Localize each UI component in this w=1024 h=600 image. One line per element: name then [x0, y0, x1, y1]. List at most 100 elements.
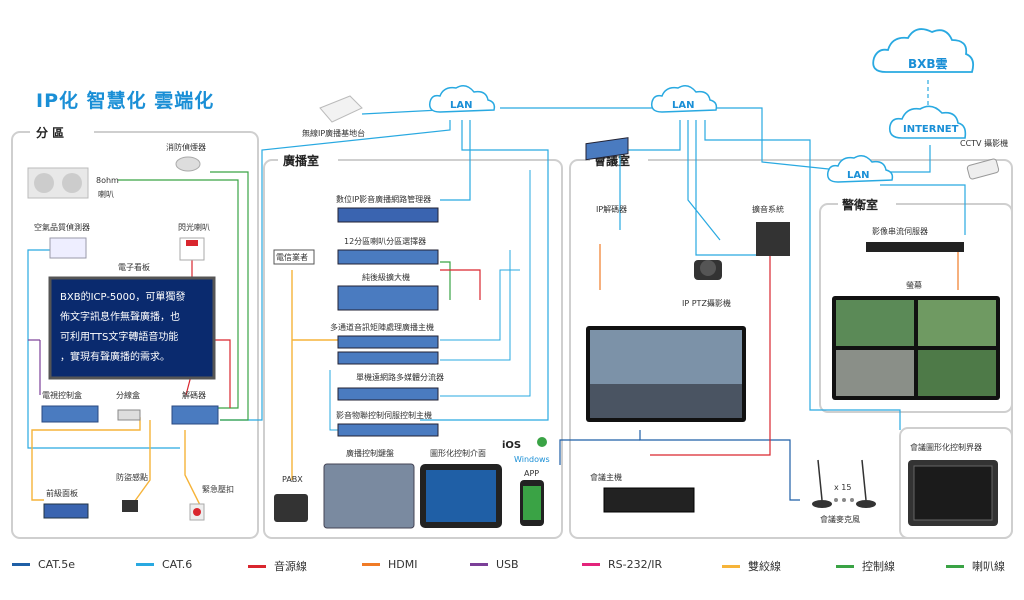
smoke-detector-icon: [175, 156, 201, 172]
lan-cloud-3: LAN: [826, 155, 894, 183]
cloud-label: BXB雲: [908, 57, 948, 71]
zone-area-title: 分 區: [36, 125, 64, 140]
legend-swatch: [362, 563, 380, 566]
av-controller-label: 影音物聯控制伺服控制主機: [336, 410, 432, 420]
mic-count-label: x 15: [834, 483, 851, 492]
tablet-gui-icon: [420, 464, 502, 528]
legend-label: 喇叭線: [972, 560, 1005, 573]
network-dist-label: 單機遠網路多媒體分流器: [356, 372, 444, 382]
legend-item: 喇叭線: [946, 558, 1005, 574]
windows-label: Windows: [514, 455, 550, 464]
selector-12-icon: [337, 249, 439, 265]
legend-item: 雙絞線: [722, 558, 781, 574]
sound-system-label: 擴音系統: [752, 204, 784, 214]
nvr-label: 影像串流伺服器: [872, 226, 928, 236]
broadcast-console-label: 廣播控制鍵盤: [346, 448, 394, 458]
broadcast-console-icon: [323, 463, 415, 529]
ptz-camera-icon: [694, 260, 722, 280]
led-board-line-2: 佈文字訊息作無聲廣播，也: [60, 310, 180, 323]
legend-label: HDMI: [388, 558, 418, 571]
amplifier-label: 純後級擴大機: [362, 272, 410, 282]
horn-speaker-label: 喇叭: [98, 189, 114, 199]
panel-label: 前級面板: [46, 488, 78, 498]
strobe-label: 閃光喇叭: [178, 222, 210, 232]
bxb-cloud: BXB雲: [872, 28, 975, 73]
phone-app-icon: [520, 480, 544, 526]
meeting-screen: [586, 326, 746, 422]
legend-label: USB: [496, 558, 519, 571]
internet-label: INTERNET: [903, 124, 959, 135]
gui-label: 圖形化控制介面: [430, 448, 486, 458]
app-label: APP: [524, 469, 539, 478]
mic-icon: [812, 459, 876, 508]
strobe-icon: [179, 237, 205, 261]
wireless-ap-label: 無線IP廣播基地台: [302, 128, 365, 138]
ceiling-speaker-label: 消防偵煙器: [166, 142, 206, 152]
network-dist-icon: [337, 387, 439, 401]
zone-area-frame: [11, 131, 259, 539]
horn-speaker-ohm: 8ohm: [96, 176, 119, 185]
legend-label: 控制線: [862, 560, 895, 573]
broadcast-room-title: 廣播室: [283, 153, 319, 168]
legend: CAT.5e CAT.6 音源線 HDMI USB RS-232/IR 雙絞線 控制線 喇叭線: [0, 558, 1024, 580]
surveillance-monitor: [832, 296, 1000, 400]
matrix-host-icon: [337, 335, 439, 349]
cctv-label: CCTV 攝影機: [960, 138, 1008, 148]
led-board-line-3: 可利用TTS文字轉語音功能: [60, 330, 178, 343]
selector-12-label: 12分區喇叭分區選擇器: [344, 236, 426, 246]
ip-decoder-icon: [585, 137, 629, 161]
nvr-icon: [866, 242, 964, 252]
splitter-icon: [117, 409, 141, 421]
monitor-label: 螢幕: [906, 280, 922, 290]
board-controller-label: 電視控制盒: [42, 390, 82, 400]
legend-item: USB: [470, 558, 519, 571]
legend-swatch: [722, 564, 740, 568]
decoder-icon: [171, 405, 219, 425]
emergency-label: 緊急壓扣: [202, 484, 234, 494]
legend-swatch: [946, 564, 964, 568]
legend-item: 控制線: [836, 558, 895, 574]
lan-label-1: LAN: [450, 100, 472, 111]
legend-item: CAT.5e: [12, 558, 75, 571]
android-icon: [537, 437, 547, 447]
sound-system-icon: [756, 222, 790, 256]
legend-label: RS-232/IR: [608, 558, 663, 571]
board-controller-icon: [41, 405, 99, 423]
cctv-camera-icon: [966, 158, 1000, 180]
emergency-button-icon: [189, 503, 205, 521]
security-room-title: 警衛室: [841, 197, 878, 212]
phone-icon: [274, 494, 308, 522]
touch-panel-icon: [908, 460, 998, 526]
lan-cloud-1: LAN: [428, 85, 496, 113]
ip-manager-label: 數位IP影音廣播網路管理器: [336, 194, 431, 204]
legend-item: HDMI: [362, 558, 417, 571]
broadcast-room-frame: [263, 159, 563, 539]
meeting-mic-label: 會議麥克風: [820, 514, 860, 524]
matrix-host-icon-2: [337, 351, 439, 365]
legend-item: 音源線: [248, 558, 307, 574]
ip-decoder-label: IP解碼器: [596, 204, 627, 214]
horn-speaker-icon: [27, 167, 89, 199]
legend-label: 音源線: [274, 560, 307, 573]
legend-swatch: [12, 563, 30, 566]
legend-swatch: [136, 563, 154, 566]
wireless-ap-icon: [319, 95, 363, 123]
ptz-camera-label: IP PTZ攝影機: [682, 298, 731, 308]
led-board-line-1: BXB的ICP-5000，可單獨發: [60, 290, 185, 303]
telecom-label: 電信業者: [276, 252, 308, 262]
pabx-label: PABX: [282, 475, 303, 484]
av-controller-icon: [337, 423, 439, 437]
air-quality-icon: [49, 237, 87, 259]
legend-swatch: [470, 563, 488, 566]
panel-icon: [43, 503, 89, 519]
internet-cloud: INTERNET: [888, 105, 967, 139]
led-board: BXB的ICP-5000，可單獨發 佈文字訊息作無聲廣播，也 可利用TTS文字轉…: [48, 276, 216, 380]
fire-detector-label: 防盜感點: [116, 472, 148, 482]
led-board-label: 電子看板: [118, 262, 150, 272]
ios-label: iOS: [502, 440, 521, 451]
amplifier-icon: [337, 285, 439, 311]
legend-label: CAT.6: [162, 558, 193, 571]
ip-manager-icon: [337, 207, 439, 223]
lan-label-2: LAN: [672, 100, 694, 111]
